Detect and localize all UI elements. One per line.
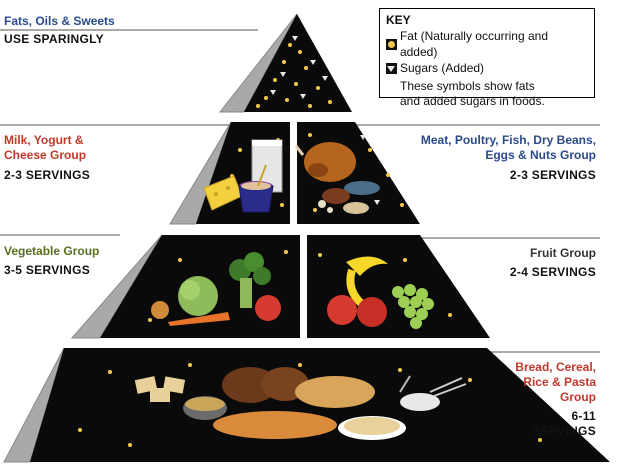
key-fat-row: Fat (Naturally occurring and added)	[386, 28, 588, 60]
group-name: Fats, Oils & Sweets	[4, 14, 115, 28]
label-bread-group: Bread, Cereal, Rice & Pasta Group 6-11 S…	[515, 360, 596, 439]
servings-line-1: 6-11	[571, 409, 596, 423]
meat-group-illustration	[294, 142, 380, 214]
group-name-line-2: Cheese Group	[4, 148, 87, 162]
key-sugar-row: Sugars (Added)	[386, 60, 588, 76]
group-name-line-1: Milk, Yogurt &	[4, 133, 84, 147]
key-title: KEY	[386, 13, 411, 27]
milk-group-illustration	[203, 139, 283, 213]
key-note-line-2: and added sugars in foods.	[400, 94, 545, 108]
bread-group-illustration	[134, 367, 467, 440]
label-meat-group: Meat, Poultry, Fish, Dry Beans, Eggs & N…	[421, 133, 596, 183]
group-name-line-3: Group	[560, 390, 596, 404]
servings: USE SPARINGLY	[4, 32, 104, 46]
sugar-symbol-icon	[386, 62, 397, 74]
label-connector-lines	[0, 29, 600, 353]
group-name: Vegetable Group	[4, 244, 100, 258]
key-legend: KEY Fat (Naturally occurring and added) …	[379, 8, 595, 108]
servings-line-2: SERVINGS	[531, 424, 596, 438]
group-name-line-1: Meat, Poultry, Fish, Dry Beans,	[420, 133, 596, 147]
label-milk-group: Milk, Yogurt & Cheese Group 2-3 SERVINGS	[4, 133, 90, 183]
key-fat-label: Fat (Naturally occurring and added)	[399, 29, 549, 59]
servings: 2-4 SERVINGS	[509, 265, 596, 279]
group-name-line-2: Rice & Pasta	[523, 375, 596, 389]
group-name: Fruit Group	[530, 246, 596, 260]
group-name-line-1: Bread, Cereal,	[515, 360, 596, 374]
servings: 2-3 SERVINGS	[509, 168, 596, 182]
tier-fats-oils-sweets	[244, 14, 352, 112]
fruit-group-illustration	[327, 256, 434, 329]
label-fats-oils-sweets: Fats, Oils & Sweets USE SPARINGLY	[4, 14, 115, 47]
key-sugar-label: Sugars (Added)	[400, 61, 485, 75]
key-note-line-1: These symbols show fats	[400, 79, 535, 93]
label-fruit-group: Fruit Group 2-4 SERVINGS	[510, 246, 596, 280]
fat-symbol-icon	[386, 38, 397, 50]
servings: 2-3 SERVINGS	[4, 168, 91, 182]
vegetable-group-illustration	[151, 252, 281, 326]
servings: 3-5 SERVINGS	[4, 263, 91, 277]
key-note: These symbols show fats and added sugars…	[386, 79, 588, 109]
label-vegetable-group: Vegetable Group 3-5 SERVINGS	[4, 244, 99, 278]
group-name-line-2: Eggs & Nuts Group	[485, 148, 596, 162]
